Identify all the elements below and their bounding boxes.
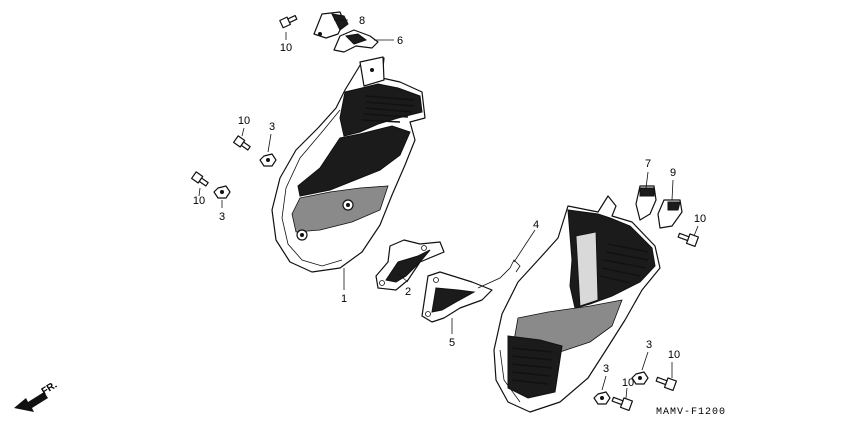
right-cover-lower-vent (511, 347, 553, 385)
right-cover-vent (599, 243, 649, 284)
callout-3: 3 (269, 121, 275, 133)
mount-hole-center (346, 203, 350, 207)
callout-10: 10 (668, 349, 680, 361)
clip-6 (333, 29, 379, 53)
right-side-cover (493, 195, 661, 413)
callout-3: 3 (219, 211, 225, 223)
mount-hole-center (300, 233, 304, 237)
front-direction-arrow: FR. (14, 380, 59, 412)
callout-3: 3 (603, 363, 609, 375)
callout-9: 9 (670, 167, 676, 179)
callout-10: 10 (280, 42, 292, 54)
callout-7: 7 (645, 158, 651, 170)
left-cover-vent (361, 95, 415, 123)
callout-1: 1 (341, 293, 347, 305)
callout-6: 6 (397, 35, 403, 47)
callout-10: 10 (622, 377, 634, 389)
callout-5: 5 (449, 337, 455, 349)
callout-8: 8 (359, 15, 365, 27)
left-side-cover (271, 56, 426, 273)
bracket-hole (433, 277, 439, 283)
arrow-icon (14, 392, 48, 412)
clip-7 (635, 185, 657, 221)
bracket-2 (375, 239, 445, 291)
callout-3: 3 (646, 339, 652, 351)
callout-10: 10 (238, 115, 250, 127)
nut-3 (213, 185, 231, 199)
nut-3 (631, 371, 649, 385)
bracket-hole (421, 245, 427, 251)
bolt-10 (655, 376, 678, 392)
bolt-10 (279, 14, 298, 29)
bolt-10 (611, 396, 634, 412)
tab-hole (370, 68, 374, 72)
clip-8 (313, 11, 349, 39)
nut-3 (593, 391, 611, 405)
leader-lines (198, 19, 699, 399)
bracket-hole (379, 280, 385, 286)
callout-labels: 8 10 6 10 3 10 3 1 2 7 9 10 4 5 3 10 3 1… (193, 15, 706, 389)
spring-wire (477, 259, 521, 289)
bracket-5 (421, 259, 521, 323)
clip-9 (657, 199, 683, 229)
callout-2: 2 (405, 286, 411, 298)
nut-3 (259, 153, 277, 167)
bracket-hole (425, 311, 431, 317)
callout-10: 10 (694, 213, 706, 225)
callout-10: 10 (193, 195, 205, 207)
clip-hole (318, 32, 322, 36)
bolt-10 (191, 171, 209, 187)
callout-4: 4 (533, 219, 539, 231)
bolt-10 (233, 135, 251, 151)
drawing-code: MAMV-F1200 (656, 407, 726, 418)
